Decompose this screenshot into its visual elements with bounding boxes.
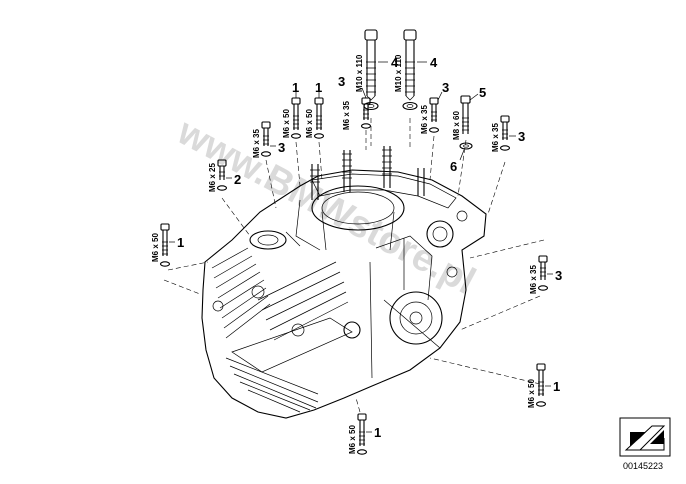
arrow-plate-icon	[619, 417, 671, 457]
bolt-m6x35-right-mid	[537, 255, 549, 291]
size-label: M6 x 35	[342, 101, 351, 130]
callout-number: 4	[430, 55, 438, 70]
callout-number: 1	[292, 80, 299, 95]
callout-number: 6	[450, 159, 457, 174]
callout-number: 3	[442, 80, 449, 95]
bolt-m6x25	[216, 159, 228, 191]
callout-number: 3	[555, 268, 562, 283]
washer-6	[459, 142, 473, 150]
size-label: M6 x 50	[151, 233, 160, 262]
size-label: M6 x 35	[252, 129, 261, 158]
size-label: M8 x 60	[452, 111, 461, 140]
callout-number: 1	[374, 425, 381, 440]
callout-number: 1	[553, 379, 560, 394]
bolt-m10x110-right	[402, 29, 418, 111]
callout-number: 1	[315, 80, 322, 95]
size-label: M6 x 35	[529, 265, 538, 294]
bolt-m6x50-top-a	[290, 97, 302, 139]
bolt-m6x35-right-top	[499, 115, 511, 151]
size-label: M6 x 50	[282, 109, 291, 138]
callout-number: 3	[518, 129, 525, 144]
size-label: M6 x 25	[208, 163, 217, 192]
size-label: M6 x 35	[491, 123, 500, 152]
size-label: M10 x 110	[394, 54, 403, 92]
alignment-lines	[163, 118, 545, 413]
watermark-text: www.BMWstore.pl	[170, 110, 482, 303]
cylinder-studs	[310, 146, 425, 200]
size-label: M6 x 50	[305, 109, 314, 138]
bolt-m6x35-top-c	[360, 97, 372, 129]
bolt-m6x35-top-d	[428, 97, 440, 133]
callout-number: 2	[234, 172, 241, 187]
size-labels: M10 x 110 M10 x 110 M6 x 50 M6 x 50 M6 x…	[151, 54, 538, 454]
size-label: M10 x 110	[355, 54, 364, 92]
callouts: 4 4 1 1 3 3 5 6 3 3 2 1 3	[169, 55, 562, 440]
bolt-m6x50-top-b	[313, 97, 325, 139]
size-label: M6 x 35	[420, 105, 429, 134]
bolt-m6x50-right-lower	[535, 363, 547, 407]
callout-number: 4	[391, 55, 399, 70]
reference-number: 00145223	[623, 461, 663, 471]
engine-crankcase	[201, 146, 487, 419]
bolt-m6x35-left	[260, 121, 272, 157]
size-label: M6 x 50	[348, 425, 357, 454]
callout-number: 3	[278, 140, 285, 155]
callout-number: 1	[177, 235, 184, 250]
callout-number: 5	[479, 85, 486, 100]
bolt-m6x50-left	[159, 223, 171, 267]
bolt-m6x50-bottom	[356, 413, 368, 455]
size-label: M6 x 50	[527, 379, 536, 408]
callout-number: 3	[338, 74, 345, 89]
bolt-m8x60	[460, 95, 471, 134]
